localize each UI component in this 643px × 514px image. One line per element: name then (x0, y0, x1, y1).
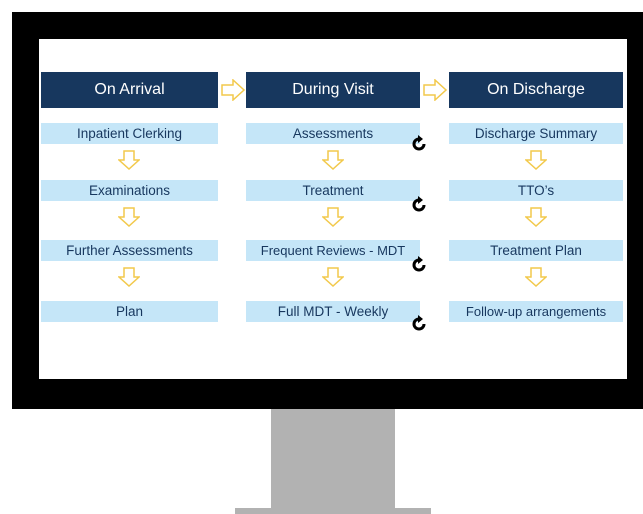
cycle-icon (412, 196, 426, 212)
column-on-discharge: On Discharge Discharge Summary TTO’s Tre… (449, 72, 623, 322)
down-arrow-icon (525, 150, 547, 170)
column-during-visit: During Visit Assessments Treatment Frequ… (246, 72, 426, 331)
down-arrow-icon (118, 207, 140, 227)
down-arrow-icon (118, 267, 140, 287)
step-box: Plan (41, 301, 218, 322)
step-box: Treatment (246, 180, 420, 201)
monitor-screen: On Arrival Inpatient Clerking Examinatio… (39, 39, 627, 379)
step-box: Treatment Plan (449, 240, 623, 261)
column-header: During Visit (246, 72, 420, 108)
step-box: Full MDT - Weekly (246, 301, 420, 322)
down-arrow-icon (322, 207, 344, 227)
step-box: TTO’s (449, 180, 623, 201)
column-header: On Discharge (449, 72, 623, 108)
step-box: Inpatient Clerking (41, 123, 218, 144)
step-box: Further Assessments (41, 240, 218, 261)
step-box: Examinations (41, 180, 218, 201)
cycle-icon (412, 315, 426, 331)
cycle-icon (412, 256, 426, 272)
down-arrow-icon (118, 150, 140, 170)
down-arrow-icon (525, 207, 547, 227)
step-box: Frequent Reviews - MDT (246, 240, 420, 261)
cycle-icon (412, 135, 426, 151)
column-on-arrival: On Arrival Inpatient Clerking Examinatio… (41, 72, 218, 322)
down-arrow-icon (525, 267, 547, 287)
right-arrow-icon (221, 79, 245, 101)
down-arrow-icon (322, 150, 344, 170)
column-header: On Arrival (41, 72, 218, 108)
step-box: Follow-up arrangements (449, 301, 623, 322)
monitor-stand-neck (271, 409, 395, 509)
step-box: Assessments (246, 123, 420, 144)
monitor-stand-base (235, 508, 431, 514)
down-arrow-icon (322, 267, 344, 287)
step-box: Discharge Summary (449, 123, 623, 144)
right-arrow-icon (423, 79, 447, 101)
